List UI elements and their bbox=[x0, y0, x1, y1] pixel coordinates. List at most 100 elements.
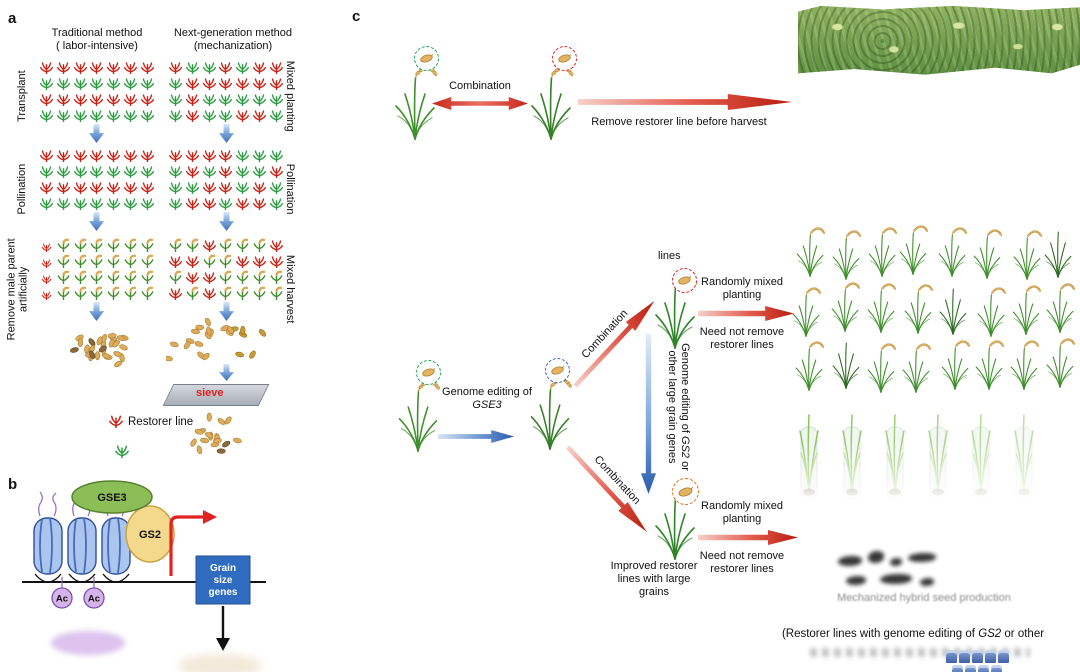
sprout-icon bbox=[185, 253, 200, 268]
grain bbox=[204, 432, 214, 439]
sprout-icon bbox=[202, 107, 217, 122]
sprout-icon bbox=[235, 147, 250, 162]
remove-restorer-label: Remove restorer line before harvest bbox=[591, 116, 767, 128]
purple-smear bbox=[51, 631, 125, 655]
sprout-gold-icon bbox=[56, 269, 71, 284]
sprout-icon bbox=[106, 179, 121, 194]
sprout-icon bbox=[140, 163, 155, 178]
sprout-icon bbox=[269, 237, 284, 252]
sprout-gold-icon bbox=[89, 253, 104, 268]
sprout-icon bbox=[41, 289, 52, 300]
sprout-gold-icon bbox=[140, 237, 155, 252]
rice-plant-icon bbox=[935, 281, 971, 335]
sprout-icon bbox=[73, 195, 88, 210]
grain bbox=[191, 328, 200, 335]
sprout-icon bbox=[185, 91, 200, 106]
svg-text:Ac: Ac bbox=[56, 594, 68, 605]
sprout-icon bbox=[106, 107, 121, 122]
sprout-icon bbox=[89, 91, 104, 106]
grain bbox=[196, 445, 203, 455]
field-photo bbox=[798, 6, 1080, 75]
grain bbox=[119, 344, 128, 351]
grain bbox=[216, 448, 226, 454]
ac-mark-1: Ac bbox=[51, 577, 73, 609]
sprout-icon bbox=[123, 147, 138, 162]
randomly-mixed-bottom-label: Randomly mixed planting bbox=[701, 500, 783, 525]
rice-plant-icon bbox=[1042, 334, 1078, 388]
gse3-protein bbox=[71, 480, 153, 514]
sprout-gold-icon bbox=[123, 285, 138, 300]
rice-plant-icon bbox=[971, 336, 1007, 390]
grain bbox=[194, 429, 204, 435]
sprout-gold-icon bbox=[269, 269, 284, 284]
cut-off-icon bbox=[952, 665, 963, 672]
nextgen-method-header: Next-generation method (mechanization) bbox=[158, 27, 308, 53]
grain bbox=[232, 437, 242, 444]
grain-size-genes-box bbox=[195, 555, 251, 605]
sprout-gold-icon bbox=[252, 237, 267, 252]
sprout-icon bbox=[269, 91, 284, 106]
sprout-icon bbox=[168, 107, 183, 122]
sprout-icon bbox=[269, 179, 284, 194]
down-arrow-icon bbox=[219, 212, 234, 231]
sprout-icon bbox=[41, 257, 52, 268]
sprout-icon bbox=[39, 179, 54, 194]
sprout-icon bbox=[269, 147, 284, 162]
grain bbox=[169, 341, 179, 348]
grain bbox=[94, 351, 101, 361]
sprout-icon bbox=[202, 163, 217, 178]
genome-editing-prefix: Genome editing of bbox=[442, 386, 532, 398]
rice-plant-icon bbox=[392, 60, 438, 140]
sprout-gold-icon bbox=[89, 285, 104, 300]
down-arrow-icon bbox=[89, 302, 104, 321]
sprout-icon bbox=[56, 107, 71, 122]
sprout-gold-icon bbox=[56, 237, 71, 252]
grain bbox=[194, 341, 204, 347]
illegible-smudge bbox=[838, 556, 862, 566]
combination-branch-up: Combination bbox=[561, 288, 659, 391]
plot-traditional-transplant bbox=[38, 58, 156, 124]
cut-off-icon bbox=[985, 650, 996, 663]
grain bbox=[258, 328, 267, 337]
sprout-icon bbox=[202, 195, 217, 210]
grain-dashed-circle-red bbox=[552, 46, 577, 71]
traditional-method-header: Traditional method ( labor-intensive) bbox=[34, 27, 160, 53]
panel-c: c Combination Remove restorer line befor… bbox=[340, 0, 1080, 672]
illegible-smudge bbox=[908, 553, 936, 562]
rice-plant-icon bbox=[791, 337, 827, 391]
sprout-icon bbox=[89, 163, 104, 178]
cut-off-icon bbox=[965, 665, 976, 672]
sprout-icon bbox=[235, 75, 250, 90]
sprout-icon bbox=[106, 147, 121, 162]
rice-plant-icon bbox=[900, 280, 936, 334]
sprout-icon bbox=[185, 269, 200, 284]
sprout-icon bbox=[39, 147, 54, 162]
need-not-bottom-label: Need not remove restorer lines bbox=[699, 550, 785, 575]
sprout-gold-icon bbox=[123, 237, 138, 252]
transcription-arrowhead bbox=[203, 510, 217, 524]
sprout-icon bbox=[269, 107, 284, 122]
grain bbox=[202, 352, 210, 361]
sprout-icon bbox=[235, 107, 250, 122]
restorer-caption-suffix: or other bbox=[1004, 628, 1045, 640]
rice-plant-icon bbox=[895, 221, 931, 275]
sprout-icon bbox=[185, 163, 200, 178]
grain bbox=[114, 360, 123, 368]
traditional-method-title: Traditional method bbox=[51, 27, 143, 39]
rice-plant-icon bbox=[1006, 336, 1042, 390]
sprout-icon bbox=[89, 107, 104, 122]
sprout-gold-icon bbox=[168, 237, 183, 252]
sprout-icon bbox=[56, 147, 71, 162]
lines-partial-label: lines bbox=[658, 250, 681, 262]
sprout-gold-icon bbox=[56, 253, 71, 268]
sprout-icon bbox=[41, 241, 52, 252]
combination-label-top: Combination bbox=[449, 80, 511, 92]
sprout-icon bbox=[202, 285, 217, 300]
sprout-icon bbox=[235, 179, 250, 194]
sprout-icon bbox=[140, 179, 155, 194]
sprout-gold-icon bbox=[252, 269, 267, 284]
rice-plant-icon bbox=[898, 339, 934, 393]
mixed-planting-grid bbox=[790, 224, 1080, 392]
sprout-icon bbox=[185, 75, 200, 90]
sprout-icon bbox=[123, 107, 138, 122]
